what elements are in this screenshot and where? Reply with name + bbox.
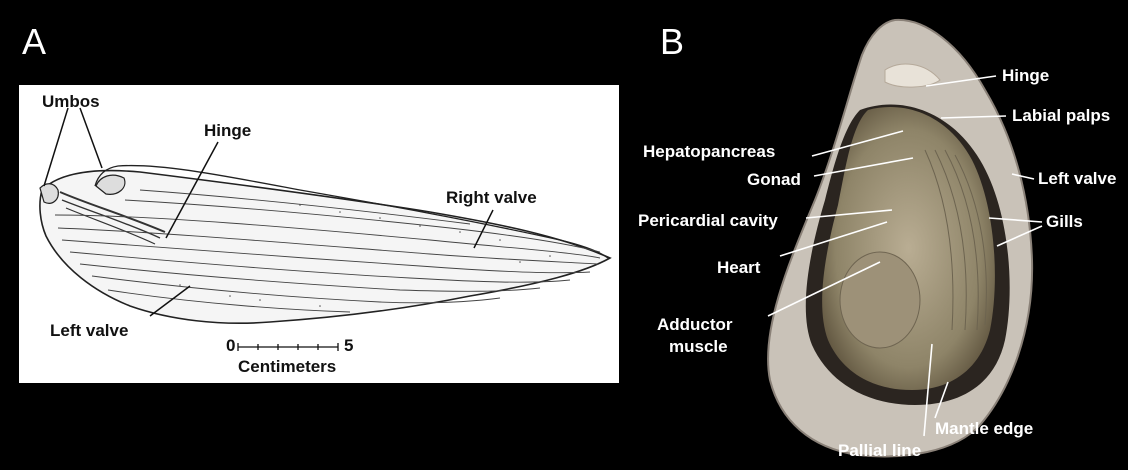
label-gonad: Gonad xyxy=(747,170,801,190)
label-mantle-edge: Mantle edge xyxy=(935,419,1033,439)
label-heart: Heart xyxy=(717,258,760,278)
label-adductor-line2: muscle xyxy=(669,337,728,357)
label-hepatopancreas: Hepatopancreas xyxy=(643,142,775,162)
label-pallial-line: Pallial line xyxy=(838,441,921,461)
label-hinge-b: Hinge xyxy=(1002,66,1049,86)
label-adductor-line1: Adductor xyxy=(657,315,733,335)
label-gills: Gills xyxy=(1046,212,1083,232)
label-labial-palps: Labial palps xyxy=(1012,106,1110,126)
label-pericardial-cavity: Pericardial cavity xyxy=(638,211,778,231)
adductor-muscle-shape xyxy=(840,252,920,348)
label-left-valve-b: Left valve xyxy=(1038,169,1116,189)
